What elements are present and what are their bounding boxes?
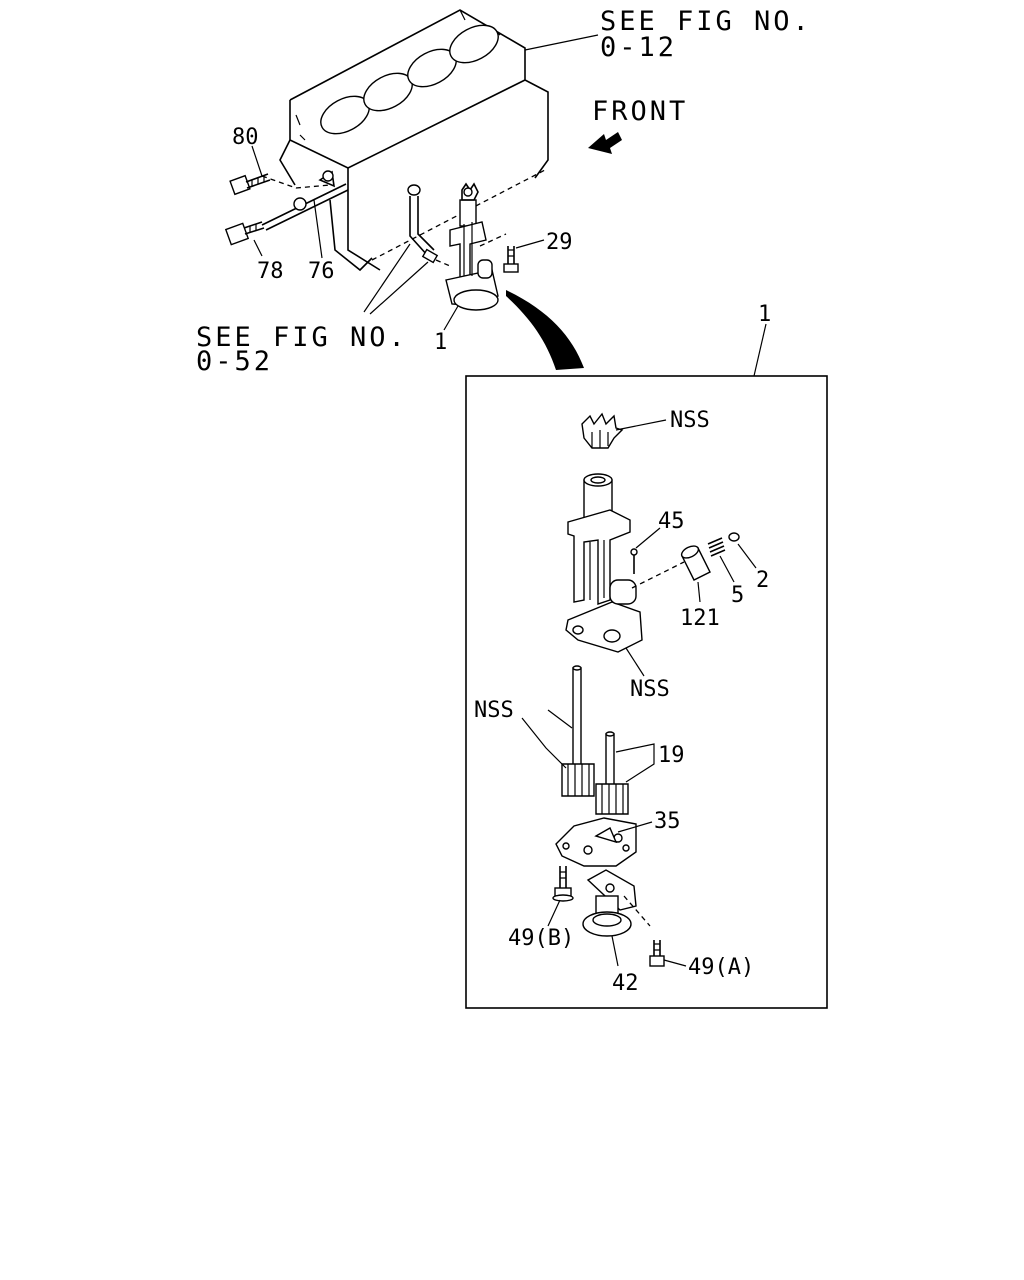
leader-1-assembly — [443, 305, 459, 331]
callout-80: 80 — [232, 125, 259, 150]
leader-42 — [611, 935, 619, 967]
dipstick-tube-76 — [261, 170, 349, 231]
leader-121 — [697, 581, 701, 603]
leader-19 — [615, 743, 655, 783]
callout-42: 42 — [612, 971, 639, 996]
engine-block — [279, 9, 549, 272]
drive-shaft-gear — [561, 665, 595, 797]
leader-nss-shaft — [521, 709, 573, 769]
leader-35 — [617, 821, 653, 833]
ref-top-line2: 0-12 — [600, 32, 677, 63]
ref-left-line1: SEE FIG NO. — [196, 322, 408, 353]
front-label: FRONT — [592, 96, 688, 127]
relief-valve-121 — [680, 545, 711, 581]
detail-arrow-icon — [506, 290, 584, 370]
callout-nss-gear: NSS — [670, 408, 710, 433]
leader-49b — [547, 899, 561, 927]
leader-80 — [251, 145, 263, 177]
oil-pipe — [407, 184, 451, 267]
oil-strainer-42 — [582, 869, 651, 937]
leader-ref-left — [363, 243, 429, 315]
leader-nss-body — [625, 647, 645, 677]
callout-78: 78 — [257, 259, 284, 284]
driven-shaft-gear-19 — [595, 731, 629, 815]
cap-2 — [728, 532, 740, 542]
oil-pump-assembly-small — [445, 182, 499, 311]
callout-45: 45 — [658, 509, 685, 534]
pump-body — [565, 473, 685, 653]
ref-top-line1: SEE FIG NO. — [600, 6, 812, 37]
callout-19: 19 — [658, 743, 685, 768]
bolt-49b — [552, 866, 574, 902]
callout-121: 121 — [680, 606, 720, 631]
leader-1-box — [753, 323, 767, 377]
leader-nss-gear — [615, 419, 667, 431]
front-arrow-icon — [588, 132, 622, 154]
bolt-78 — [224, 221, 265, 246]
bolt-49a — [649, 940, 665, 967]
detail-box — [465, 375, 828, 1009]
callout-29: 29 — [546, 230, 573, 255]
cover-plate-35 — [555, 817, 637, 867]
drive-gear — [581, 412, 624, 449]
callout-49a: 49(A) — [688, 955, 754, 980]
callout-1-box: 1 — [758, 302, 771, 327]
ref-left-line2: 0-52 — [196, 346, 273, 377]
leader-5 — [719, 555, 735, 583]
bolt-80 — [229, 173, 271, 196]
callout-1-assembly: 1 — [434, 330, 447, 355]
callout-5: 5 — [731, 583, 744, 608]
callout-2: 2 — [756, 568, 769, 593]
leader-49a — [663, 959, 687, 967]
leader-45 — [635, 527, 661, 549]
leader-76 — [313, 199, 323, 259]
bolt-29 — [479, 233, 519, 273]
callout-nss-shaft: NSS — [474, 698, 514, 723]
bolt-80-path — [261, 175, 331, 189]
leader-top-ref — [524, 34, 599, 51]
callout-nss-body: NSS — [630, 677, 670, 702]
callout-76: 76 — [308, 259, 335, 284]
callout-35: 35 — [654, 809, 681, 834]
leader-2 — [737, 543, 757, 569]
pin-45 — [630, 548, 638, 574]
leader-29 — [515, 239, 545, 249]
leader-78 — [253, 239, 263, 257]
spring-5 — [707, 537, 726, 557]
callout-49b: 49(B) — [508, 926, 574, 951]
